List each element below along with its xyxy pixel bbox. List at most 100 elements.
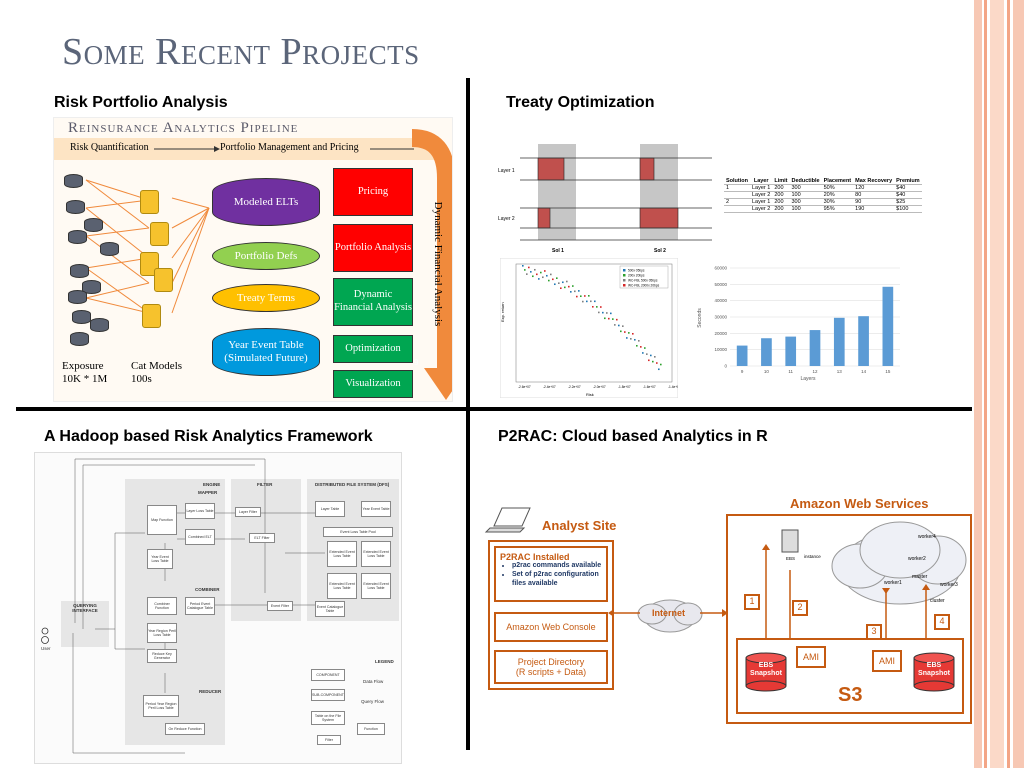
table-cell: 90 [853, 198, 895, 206]
scatter-legend-box [619, 265, 669, 289]
aws-box [726, 514, 972, 724]
bar-15 [882, 286, 894, 366]
dfa-side-label: Dynamic Financial Analysis [432, 201, 444, 327]
scatter-point [532, 275, 534, 278]
scatter-point [558, 282, 560, 284]
table-header: Placement [821, 178, 854, 185]
bar-x-tick: 10 [764, 369, 770, 374]
project-dir-box: Project Directory (R scripts + Data) [494, 650, 608, 684]
hadoop-box: Event Filter [267, 601, 293, 611]
p2rac-diagram-lines [484, 507, 967, 692]
scatter-legend-label: WC-FBL 2000x 20bps [628, 284, 660, 288]
scatter-point [588, 295, 590, 297]
scatter-point [590, 300, 592, 303]
scatter-point [560, 287, 562, 290]
layer-diagram: Layer 1 Layer 2 Sol 1 Sol 2 [498, 144, 712, 254]
analyst-site-title: Analyst Site [542, 518, 617, 533]
zone-label-reducer: REDUCER [199, 689, 222, 694]
hadoop-box: Extended Event Loss Table [327, 541, 357, 567]
scatter-point [644, 347, 646, 349]
s3-box [736, 638, 964, 714]
scatter-x-tick: -2.4e+07 [543, 385, 556, 389]
worker-label: worker4 [918, 534, 936, 540]
worker-label: worker2 [908, 556, 926, 562]
scatter-point [554, 283, 556, 286]
pipeline-diagram: Reinsurance Analytics Pipeline Risk Quan… [53, 117, 453, 402]
scatter-point [624, 331, 626, 333]
scatter-point [616, 318, 618, 321]
pipeline-band [54, 138, 434, 160]
legend-item: COMPONENT [311, 669, 345, 681]
scatter-point [640, 346, 642, 348]
querying-zone [61, 601, 109, 647]
exposure-db-icon [90, 318, 109, 332]
bar-10 [761, 338, 772, 366]
layer-label: Layer 1 [498, 168, 515, 174]
scatter-point [642, 352, 644, 354]
bar-y-tick: 50000 [714, 282, 727, 287]
bar-xlabel: Layers [800, 376, 816, 382]
hadoop-box: Combiner Function [147, 597, 177, 615]
p2rac-installed-item: p2rac commands available [512, 562, 602, 571]
hadoop-box: On Reduce Function [165, 723, 205, 735]
internet-label: Internet [652, 608, 686, 618]
instance-label: instance [804, 554, 821, 559]
decorative-stripes [974, 0, 1024, 768]
scatter-point [652, 360, 654, 363]
quadrant-title-treaty: Treaty Optimization [506, 94, 655, 111]
bar-x-tick: 15 [885, 369, 891, 374]
scatter-point [604, 317, 606, 320]
hadoop-box: Event Loss Table Pool [323, 527, 393, 537]
quadrant-title-p2rac: P2RAC: Cloud based Analytics in R [498, 428, 768, 445]
bar-x-tick: 12 [812, 369, 818, 374]
table-cell: 200 [772, 184, 790, 192]
s3-label: S3 [838, 684, 863, 706]
scatter-x-tick: -1.4e+07 [668, 385, 678, 389]
step-badge: 3 [866, 624, 882, 640]
master-label: master [912, 574, 928, 580]
analyst-site-box [488, 540, 614, 690]
scatter-point [628, 332, 630, 334]
user-label: User [41, 646, 51, 651]
box-visualization: Visualization [333, 370, 413, 398]
scatter-legend-label: WC-FBL 500x 05bps [628, 279, 658, 283]
scatter-point [576, 295, 578, 298]
bar-x-tick: 11 [788, 369, 793, 374]
table-cell: 80 [853, 191, 895, 199]
scatter-point [582, 300, 584, 303]
scatter-x-tick: -1.6e+07 [643, 385, 656, 389]
scatter-point [570, 291, 572, 293]
worker-label: worker3 [940, 582, 958, 588]
user-icon [41, 627, 49, 635]
scatter-point [586, 300, 588, 303]
hadoop-box: Layer Filter [235, 507, 261, 517]
ami-box: AMI [796, 646, 826, 668]
cylinder-portfolio-defs: Portfolio Defs [212, 242, 320, 270]
scatter-point [630, 338, 632, 340]
zone-label-engine: ENGINE [203, 482, 221, 487]
pipeline-page-number: 9 [414, 358, 419, 367]
exposure-db-icon [64, 174, 83, 188]
bar-y-tick: 10000 [714, 347, 727, 352]
scatter-x-tick: -2.2e+07 [568, 385, 581, 389]
scatter-point [546, 274, 548, 277]
scatter-point [658, 368, 660, 371]
sol-label: Sol 1 [552, 248, 564, 254]
hadoop-flows [41, 458, 325, 754]
scatter-point [634, 338, 636, 341]
p2rac-installed-item: Set of p2rac configuration files availab… [512, 571, 602, 589]
table-cell: 30% [821, 198, 854, 206]
horizontal-divider [16, 407, 972, 411]
vertical-divider [466, 78, 470, 750]
scatter-point [578, 290, 580, 292]
zone-label-legend: LEGEND [375, 659, 394, 664]
zone-label-dfs: DISTRIBUTED FILE SYSTEM (DFS) [315, 482, 390, 487]
project-dir-sub: (R scripts + Data) [515, 667, 587, 677]
ami-box: AMI [872, 650, 902, 672]
table-cell: 50% [821, 184, 854, 192]
box-portfolio-analysis: Portfolio Analysis [333, 224, 413, 272]
step-badge: 2 [792, 600, 808, 616]
step-badge: 1 [744, 594, 760, 610]
